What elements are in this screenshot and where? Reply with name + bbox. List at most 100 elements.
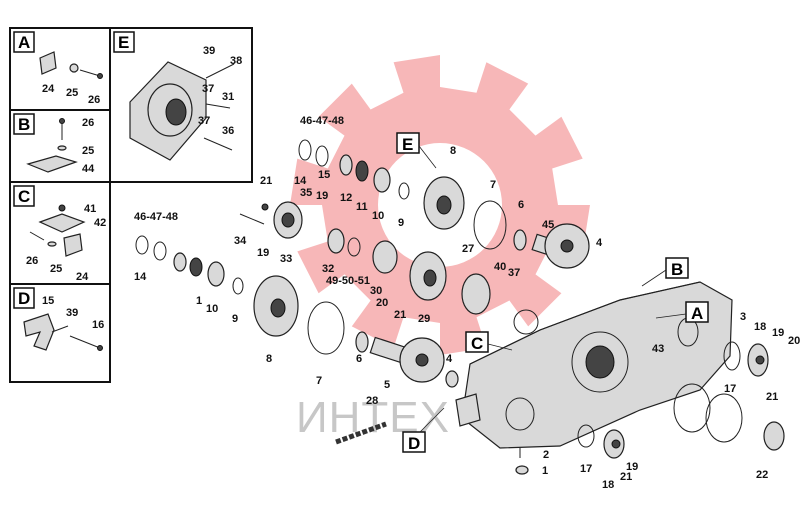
inset-d-label-16: 16 (92, 319, 104, 331)
part-label: 12 (340, 192, 352, 204)
inset-d-parts (23, 313, 103, 351)
svg-text:A: A (18, 33, 30, 52)
inset-title-b: B (13, 113, 35, 135)
part-label: 33 (280, 253, 292, 265)
svg-text:C: C (18, 187, 30, 206)
bottom-covers (515, 424, 625, 475)
part-label: 1 (542, 465, 548, 477)
part-label: 21 (394, 309, 406, 321)
upper-shaft-assembly (298, 139, 590, 269)
part-label: 19 (257, 247, 269, 259)
right-side-covers (673, 341, 785, 451)
inset-c-parts (29, 204, 86, 257)
part-label: 27 (462, 243, 474, 255)
svg-text:E: E (402, 135, 413, 154)
part-label: 10 (206, 303, 218, 315)
part-label: 34 (234, 235, 247, 247)
svg-text:D: D (408, 434, 420, 453)
part-label: 28 (366, 395, 378, 407)
part-label: 30 (370, 285, 382, 297)
part-label: 15 (318, 169, 330, 181)
svg-text:E: E (118, 33, 129, 52)
part-label: 3 (740, 311, 746, 323)
callout-d: D (402, 407, 445, 453)
inset-c-label-24: 24 (76, 271, 89, 283)
lower-shaft-assembly (135, 235, 459, 388)
inset-e-label-36: 36 (222, 125, 234, 137)
callout-b: B (641, 257, 689, 287)
part-label: 32 (322, 263, 334, 275)
part-label: 2 (543, 449, 549, 461)
part-label: 6 (356, 353, 362, 365)
inset-c-label-25: 25 (50, 263, 62, 275)
part-label: 19 (626, 461, 638, 473)
part-label: 20 (788, 335, 800, 347)
part-label: 19 (772, 327, 784, 339)
part-label: 46-47-48 (134, 211, 178, 223)
inset-title-a: A (13, 31, 35, 53)
inset-b-label-25: 25 (82, 145, 94, 157)
part-label: 7 (316, 375, 322, 387)
inset-e-label-39: 39 (203, 45, 215, 57)
svg-text:C: C (471, 334, 483, 353)
part-label: 7 (490, 179, 496, 191)
part-label: 29 (418, 313, 430, 325)
part-label: 9 (398, 217, 404, 229)
svg-text:B: B (671, 260, 683, 279)
inset-e-label-31: 31 (222, 91, 234, 103)
svg-text:D: D (18, 289, 30, 308)
inset-e-label-37b: 37 (198, 115, 210, 127)
callout-c: C (465, 331, 513, 353)
part-label: 49-50-51 (326, 275, 370, 287)
inset-a-label-26: 26 (88, 94, 100, 106)
part-label: 8 (266, 353, 272, 365)
inset-e-label-37: 37 (202, 83, 214, 95)
inset-title-e: E (113, 31, 135, 53)
part-label: 21 (620, 471, 632, 483)
svg-text:A: A (691, 304, 703, 323)
part-label: 35 (300, 187, 312, 199)
part-label: 11 (356, 201, 368, 213)
part-label: 19 (316, 190, 328, 202)
inset-e-label-38: 38 (230, 55, 242, 67)
part-label: 40 (494, 261, 506, 273)
svg-text:B: B (18, 115, 30, 134)
inset-b-parts (26, 118, 78, 173)
part-label: 22 (756, 469, 768, 481)
gearbox-housing (455, 281, 733, 449)
part-label: 14 (294, 175, 307, 187)
inset-a-parts (39, 51, 103, 79)
part-label: 37 (508, 267, 520, 279)
part-label: 46-47-48 (300, 115, 344, 127)
part-label: 17 (724, 383, 736, 395)
callout-a: A (655, 301, 709, 323)
part-label: 4 (596, 237, 603, 249)
inset-b-label-26: 26 (82, 117, 94, 129)
part-label: 6 (518, 199, 524, 211)
inset-a-label-24: 24 (42, 83, 55, 95)
inset-c-label-41: 41 (84, 203, 96, 215)
inset-c-label-26: 26 (26, 255, 38, 267)
part-label: 4 (446, 353, 453, 365)
inset-e-parts (129, 61, 235, 161)
part-label: 43 (652, 343, 664, 355)
part-label: 20 (376, 297, 388, 309)
part-label: 17 (580, 463, 592, 475)
part-label: 45 (542, 219, 554, 231)
inset-title-c: C (13, 185, 35, 207)
part-label: 5 (384, 379, 390, 391)
inset-a-label-25: 25 (66, 87, 78, 99)
part-label: 21 (260, 175, 272, 187)
inset-c-label-42: 42 (94, 217, 106, 229)
inset-d-label-15: 15 (42, 295, 54, 307)
inset-panels (9, 27, 253, 383)
part-label: 10 (372, 210, 384, 222)
inset-title-d: D (13, 287, 35, 309)
middle-shaft-assembly (239, 201, 539, 335)
part-label: 1 (196, 295, 202, 307)
part-label: 21 (766, 391, 778, 403)
part-label: 18 (602, 479, 614, 491)
inset-d-label-39: 39 (66, 307, 78, 319)
